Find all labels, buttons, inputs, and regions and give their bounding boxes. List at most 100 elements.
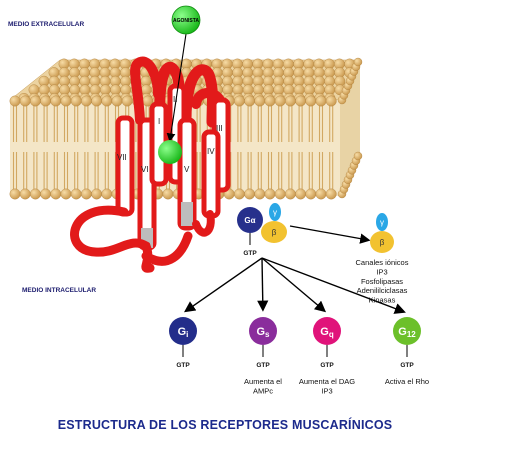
g-alpha-gtp: GTP: [243, 250, 257, 257]
lipid-head: [305, 188, 317, 200]
lipid-head: [30, 188, 41, 200]
subunit-g12-label: G12: [398, 326, 416, 339]
lipid-head: [325, 95, 337, 107]
lipid-head: [60, 95, 72, 107]
lipid-head: [60, 188, 72, 200]
lipid-head: [305, 95, 317, 107]
subunit-g12-circle: [393, 317, 421, 345]
g-gamma-subunit: [269, 203, 281, 221]
g-alpha-label: Gα: [244, 216, 255, 225]
lipid-head: [81, 188, 92, 200]
subunit-gq-effect: IP3: [321, 387, 332, 396]
g-beta-subunit: [261, 221, 287, 243]
lipid-head: [101, 188, 113, 200]
helix-label-i: I: [158, 117, 160, 126]
lipid-head: [162, 188, 174, 200]
lipid-head: [254, 188, 266, 200]
helix-v-lower-shade: [181, 202, 193, 226]
lipid-head: [19, 188, 31, 200]
lipid-head: [284, 95, 296, 107]
lipid-head: [101, 95, 113, 107]
subunit-gi-circle: [169, 317, 197, 345]
subunit-gs-label: Gs: [256, 326, 270, 339]
released-gamma-label: γ: [380, 218, 384, 227]
lipid-head: [274, 188, 286, 200]
extracellular-label: MEDIO EXTRACELULAR: [8, 21, 85, 28]
lipid-head: [81, 95, 92, 107]
arrow-to-subunit-q: [261, 257, 327, 313]
lipid-head: [50, 188, 62, 200]
intracellular-loop-2: [192, 210, 215, 237]
lipid-head: [70, 188, 82, 200]
figure-title: ESTRUCTURA DE LOS RECEPTORES MUSCARÍNICO…: [58, 417, 393, 432]
subunit-g12-effect: Activa el Rho: [385, 377, 429, 386]
lipid-head: [121, 95, 133, 107]
lipid-head: [91, 188, 103, 200]
helix-label-iii: III: [216, 124, 223, 133]
agonist-molecule: [171, 5, 201, 35]
lipid-head: [274, 95, 286, 107]
agonist-arrow: [166, 33, 187, 143]
arrow-to-subunit-12: [261, 257, 406, 314]
beta-gamma-effect-item: IP3: [376, 267, 387, 276]
subunit-gi-label: Gi: [178, 326, 189, 339]
lipid-head: [50, 95, 62, 107]
released-beta-subunit: [370, 231, 394, 253]
subunit-gq-gtp: GTP: [320, 362, 334, 369]
lipid-head: [9, 95, 21, 107]
g-beta-label: β: [272, 228, 277, 237]
lipid-head: [353, 151, 363, 161]
lipid-head: [40, 95, 51, 107]
subunit-gq-circle: [313, 317, 341, 345]
lipid-head: [40, 188, 51, 200]
lipid-head: [315, 188, 327, 200]
intracellular-label: MEDIO INTRACELULAR: [22, 287, 96, 294]
lipid-head: [244, 188, 256, 200]
subunit-gs-effect: Aumenta el: [244, 377, 282, 386]
subunit-gq-effect: Aumenta el DAG: [299, 377, 355, 386]
g-gamma-label: γ: [273, 208, 277, 217]
lipid-head: [91, 95, 103, 107]
lipid-head: [353, 57, 363, 67]
lipid-head: [284, 188, 296, 200]
beta-gamma-effect-item: Canales iónicos: [356, 258, 409, 267]
helix-iv: [201, 129, 221, 219]
lipid-head: [233, 188, 245, 200]
agonist-label: AGONISTA: [173, 18, 199, 24]
helix-label-v: V: [184, 165, 190, 174]
beta-gamma-effect-item: Fosfolipasas: [361, 277, 403, 286]
lipid-head: [264, 188, 276, 200]
lipid-head: [244, 95, 256, 107]
n-terminal-loop: [130, 56, 163, 125]
beta-gamma-effects: Canales iónicosIP3FosfolipasasAdenililci…: [356, 258, 409, 305]
released-beta-label: β: [380, 238, 385, 247]
subunit-g12-gtp: GTP: [400, 362, 414, 369]
lipid-head: [315, 95, 327, 107]
c-terminal-tail: [141, 231, 193, 266]
g-alpha-subunit: [237, 207, 263, 233]
beta-gamma-arrow: [289, 225, 371, 244]
lipid-head: [30, 95, 41, 107]
helix-vii: [115, 115, 135, 217]
helix-label-ii: II: [173, 95, 177, 104]
g-protein-trimer: Gα γ β GTP: [237, 203, 287, 257]
alpha-subunit-arrows: [184, 257, 406, 314]
lipid-head: [295, 188, 306, 200]
lipid-head: [233, 95, 245, 107]
subunit-gs-circle: [249, 317, 277, 345]
released-gamma-subunit: [376, 213, 388, 231]
helix-label-vi: VI: [141, 165, 149, 174]
bound-agonist: [158, 140, 182, 164]
lipid-head: [9, 188, 21, 200]
agonist: AGONISTA: [158, 5, 201, 164]
helix-label-iv: IV: [207, 147, 215, 156]
beta-gamma-dimer: γ β: [370, 213, 394, 253]
lipid-head: [264, 95, 276, 107]
subunit-gs-gtp: GTP: [256, 362, 270, 369]
